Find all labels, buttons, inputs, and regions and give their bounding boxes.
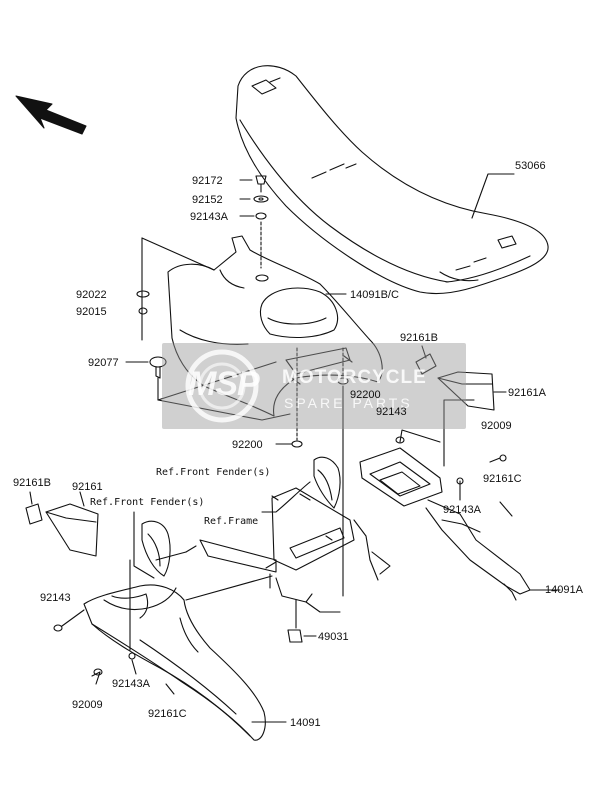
watermark-line2: SPARE PARTS: [284, 395, 413, 411]
label-92161C-right: 92161C: [483, 473, 522, 485]
label-14091: 14091: [290, 717, 321, 729]
reflector-92161: [45, 503, 99, 557]
rear-fender-upper: [167, 235, 383, 417]
label-92143A-left: 92143A: [112, 678, 150, 690]
reflector-92161A: [437, 371, 495, 411]
label-92200-a: 92200: [350, 389, 381, 401]
ref-front-fender-left: [141, 520, 171, 577]
watermark-line1: MOTORCYCLE: [282, 367, 427, 388]
leader-53066: [471, 173, 515, 219]
label-92161C-left: 92161C: [148, 708, 187, 720]
label-92161B-right: 92161B: [400, 332, 438, 344]
label-92161: 92161: [72, 481, 103, 493]
label-ref-front-fender-2: Ref.Front Fender(s): [90, 497, 205, 508]
label-14091A: 14091A: [545, 584, 583, 596]
front-direction-arrow: [15, 95, 87, 135]
label-92022: 92022: [76, 289, 107, 301]
label-92143A-right: 92143A: [443, 504, 481, 516]
label-53066: 53066: [515, 160, 546, 172]
label-ref-frame: Ref.Frame: [204, 516, 259, 527]
screw-stack: [253, 175, 269, 269]
label-14091BC: 14091B/C: [350, 289, 399, 301]
watermark-banner: MSP MOTORCYCLE SPARE PARTS: [162, 343, 466, 429]
label-92015: 92015: [76, 306, 107, 318]
clip-49031: [287, 629, 303, 643]
label-92161A: 92161A: [508, 387, 546, 399]
washer-92022: [136, 290, 150, 298]
watermark-logo-text: MSP: [188, 365, 260, 403]
label-92200-b: 92200: [232, 439, 263, 451]
label-92077: 92077: [88, 357, 119, 369]
label-92161B-left: 92161B: [13, 477, 51, 489]
label-92143A-top: 92143A: [190, 211, 228, 223]
watermark-logo-icon: [185, 349, 259, 423]
reflector-92161B-left: [25, 503, 43, 525]
rivet-92077: [149, 356, 167, 379]
label-92152: 92152: [192, 194, 223, 206]
label-92172: 92172: [192, 175, 223, 187]
nut-92015: [138, 307, 148, 315]
label-49031: 49031: [318, 631, 349, 643]
label-92143-left: 92143: [40, 592, 71, 604]
label-92009-left: 92009: [72, 699, 103, 711]
frame-bracket: [155, 481, 391, 613]
rear-fender-lower: [83, 584, 266, 741]
tail-bracket-right: [359, 447, 531, 601]
label-92009-right: 92009: [481, 420, 512, 432]
ref-front-fender-right: [313, 456, 341, 509]
label-ref-front-fender-1: Ref.Front Fender(s): [156, 467, 271, 478]
seat: [235, 65, 549, 295]
label-92143-right: 92143: [376, 406, 407, 418]
